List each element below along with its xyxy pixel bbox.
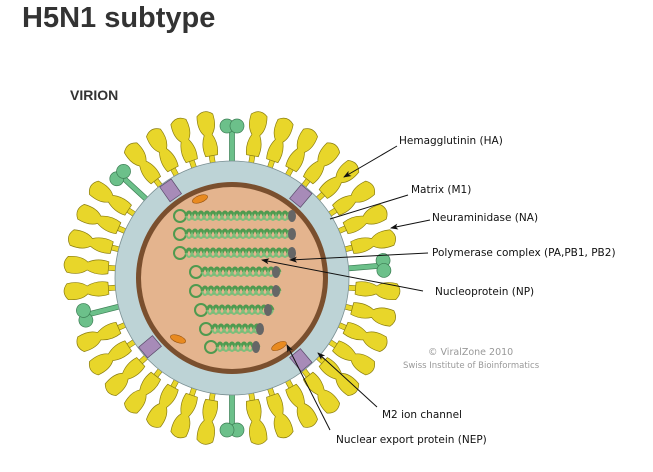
credit-copyright: © ViralZone 2010	[428, 347, 513, 358]
label-neuraminidase: Neuraminidase (NA)	[432, 212, 538, 224]
ha-head	[123, 142, 161, 185]
ha-head	[63, 281, 110, 301]
ha-head	[245, 398, 268, 445]
ha-head	[196, 111, 219, 158]
nucleoprotein-helix	[185, 231, 295, 239]
ha-head	[285, 128, 318, 173]
np-pointer	[261, 258, 424, 292]
ha-pointer	[343, 145, 398, 178]
ha-head	[342, 204, 388, 235]
m2-body	[289, 348, 313, 372]
na-head	[229, 118, 245, 134]
m2-ion-channels	[138, 178, 313, 372]
nucleoprotein-helix	[201, 269, 281, 277]
polymerase-complex	[288, 228, 296, 240]
label-hemagglutinin: Hemagglutinin (HA)	[399, 135, 503, 147]
na-head	[116, 164, 131, 179]
ha-head	[318, 357, 360, 396]
polymerase-complex	[252, 341, 260, 353]
nep-pointer	[286, 344, 331, 431]
m2-body	[289, 184, 313, 208]
na-head	[76, 303, 91, 318]
ha-head	[146, 383, 179, 428]
ha-head	[342, 321, 388, 352]
nucleoprotein-helix	[211, 326, 261, 334]
ha-head	[76, 321, 122, 352]
ha-head	[318, 160, 360, 199]
m2-ion-channel	[289, 348, 313, 372]
ha-head	[63, 255, 110, 275]
ha-head	[146, 128, 179, 173]
na-head	[219, 422, 235, 438]
ha-head	[303, 371, 341, 414]
rnp-segment	[189, 265, 282, 279]
ha-head	[285, 383, 318, 428]
ha-head	[68, 229, 114, 254]
na-head	[376, 263, 392, 278]
m2-ion-channel	[159, 178, 183, 203]
nep-protein	[271, 341, 287, 351]
m2-ion-channel	[138, 335, 162, 359]
nucleoprotein-helix	[201, 288, 281, 296]
rnp-segment	[173, 246, 296, 260]
ha-head	[123, 371, 161, 414]
ha-head	[88, 180, 132, 216]
rnp-segment	[189, 284, 282, 298]
rnp-segment	[199, 322, 264, 336]
label-nucleoprotein: Nucleoprotein (NP)	[435, 286, 534, 298]
na-pointer	[390, 219, 431, 230]
ha-head	[266, 392, 294, 439]
ha-head	[170, 392, 198, 439]
m2-pointer	[317, 352, 378, 408]
credit-institute: Swiss Institute of Bioinformatics	[403, 361, 540, 371]
polymerase-complex	[272, 266, 280, 278]
m1-pointer	[329, 194, 409, 220]
m2-body	[138, 335, 162, 359]
ha-head	[350, 302, 396, 327]
ha-head	[303, 142, 341, 185]
m2-body	[159, 178, 183, 203]
nucleoprotein-helix	[185, 250, 295, 258]
nuclear-export-proteins	[170, 194, 287, 351]
ha-head	[245, 111, 268, 158]
ribonucleoprotein-segments	[173, 209, 296, 354]
label-polymerase-complex: Polymerase complex (PA,PB1, PB2)	[432, 247, 616, 259]
label-nuclear-export-protein: Nuclear export protein (NEP)	[336, 434, 487, 446]
m2-ion-channel	[289, 184, 313, 208]
ha-head	[350, 229, 396, 254]
nucleoprotein-helix	[185, 213, 295, 221]
label-matrix: Matrix (M1)	[411, 184, 471, 196]
ha-head	[354, 281, 401, 301]
ha-head	[104, 357, 146, 396]
ha-head	[332, 340, 376, 376]
rnp-segment	[173, 227, 296, 241]
nep-protein	[192, 194, 208, 204]
nep-protein	[170, 334, 186, 344]
polymerase-complex	[272, 285, 280, 297]
polymerase-complex	[264, 304, 272, 316]
section-subtitle: VIRION	[70, 87, 119, 103]
ha-head	[170, 117, 198, 164]
ha-head	[332, 180, 376, 216]
page-title: H5N1 subtype	[22, 2, 216, 34]
rnp-segment	[194, 303, 275, 317]
ha-head	[266, 117, 294, 164]
rnp-segment	[204, 340, 261, 354]
rnp-segment	[173, 209, 296, 223]
polymerase-pointer	[289, 252, 429, 263]
ha-head	[76, 204, 122, 235]
polymerase-complex	[288, 210, 296, 222]
ha-head	[196, 398, 219, 445]
polymerase-complex	[256, 323, 264, 335]
nucleoprotein-helix	[206, 307, 274, 315]
label-m2-ion-channel: M2 ion channel	[382, 409, 462, 421]
polymerase-complex	[288, 247, 296, 259]
ha-head	[88, 340, 132, 376]
